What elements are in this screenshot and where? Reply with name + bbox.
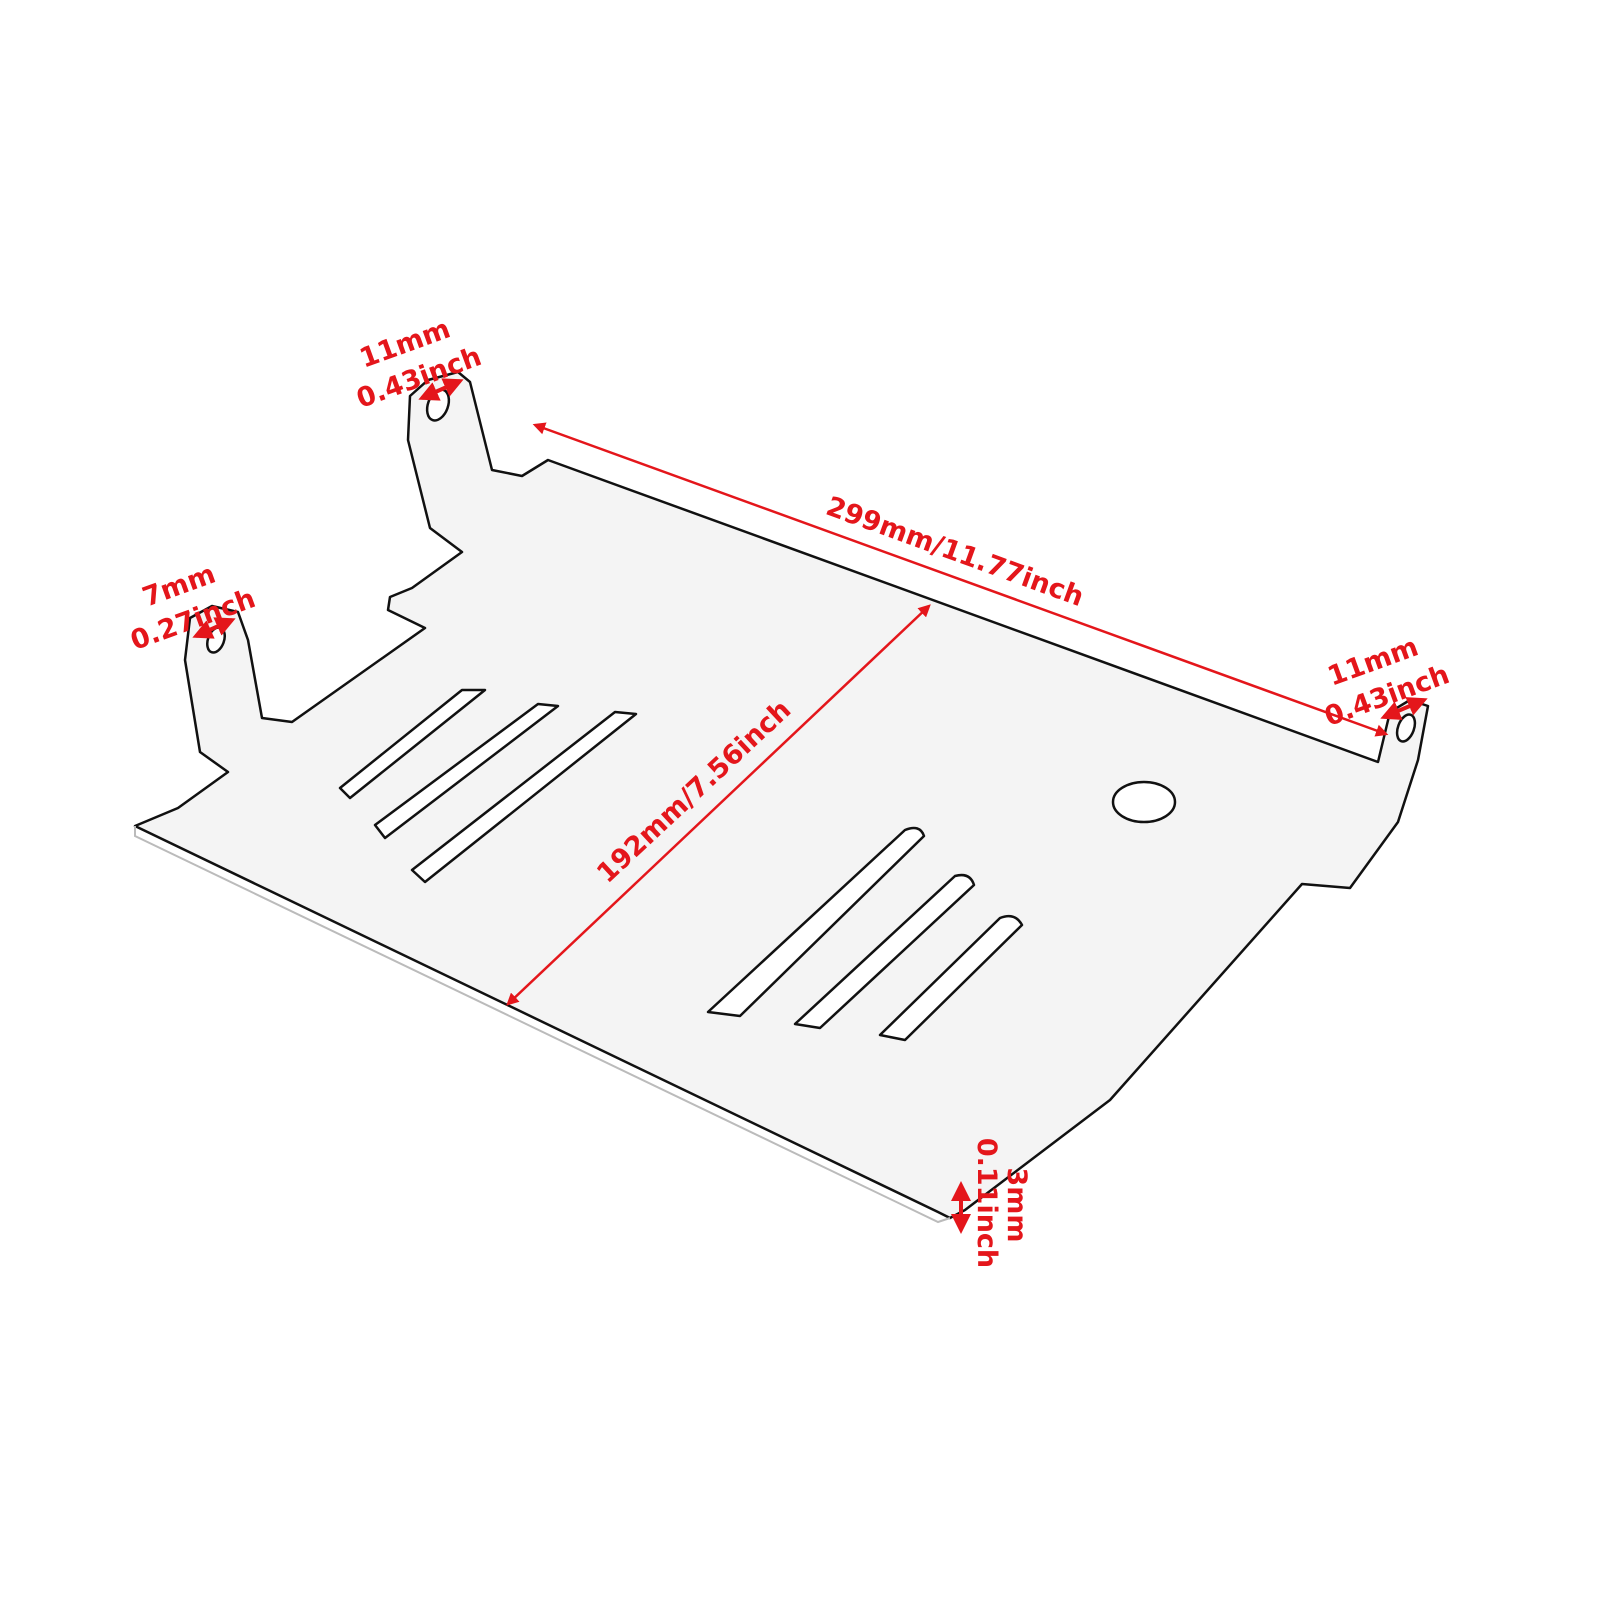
vent-slot [878,914,1024,1042]
thickness-label-mm: 3mm [1001,1167,1032,1242]
width-arrow [506,604,931,1006]
plate-edge-highlight [134,826,951,1224]
plate-outline [133,370,1430,1220]
length-arrow [532,422,1389,737]
center-hole [1111,780,1177,824]
hole-top-left-arrow [418,378,464,401]
dimension-arrows [192,378,1428,1234]
thickness-label-inch: 0.11inch [971,1138,1002,1268]
hole-right-arrow [1380,697,1428,720]
vent-slot [338,688,487,800]
hole-left-arrow [192,617,236,639]
